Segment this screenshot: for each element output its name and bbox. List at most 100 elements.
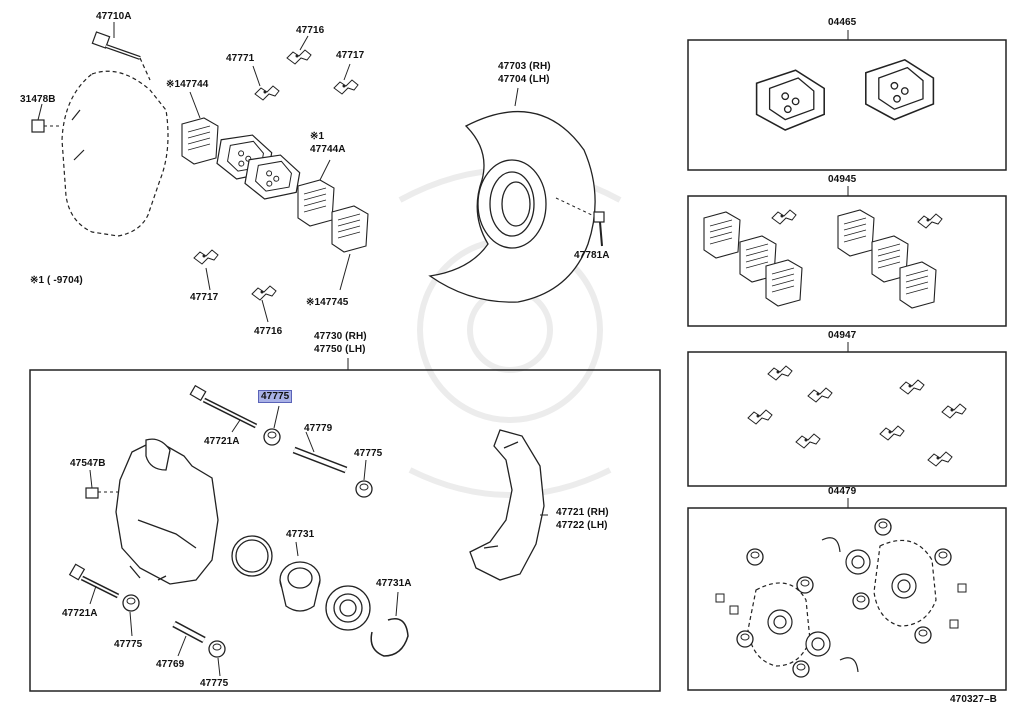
kit-04945-clip-1 (771, 209, 797, 225)
leader-47717-bot (205, 267, 211, 291)
kit-04479-boot-3 (874, 518, 892, 536)
label-kit-04479: 04479 (828, 486, 857, 497)
shim-47744A (297, 179, 335, 227)
bleeder-47547B (85, 469, 124, 499)
kit-04479-boot-4 (934, 548, 952, 566)
label-47731A: 47731A (376, 578, 412, 589)
caliper-assembly-box (29, 369, 661, 692)
seal-47731 (231, 535, 273, 577)
leader-47771 (252, 65, 261, 87)
kit-04479-small-bits (715, 583, 967, 629)
clip-47716-bot (251, 285, 277, 301)
leader-47716-top (299, 35, 309, 51)
ring-47731A (370, 618, 409, 657)
kit-04945-clip-2 (917, 213, 943, 229)
leader-47775-left (129, 611, 133, 637)
kit-04947-clip-2 (807, 387, 833, 403)
label-47716-bot: 47716 (254, 326, 283, 337)
nut-31478B (31, 103, 60, 133)
kit-04479-parts (747, 537, 937, 673)
leader-47731A (395, 591, 399, 617)
caliper-cylinder (115, 438, 219, 585)
label-47775-right: 47775 (354, 448, 383, 459)
label-note-1: ※1 (310, 131, 325, 142)
boot-47775-left (122, 594, 140, 612)
shim-147745 (331, 205, 369, 253)
leader-47703 (514, 87, 519, 107)
label-147744: ※147744 (166, 79, 209, 90)
label-47721: 47721 (RH) (556, 507, 609, 518)
label-47781A: 47781A (574, 250, 610, 261)
kit-04947-clip-4 (795, 433, 821, 449)
piston (279, 561, 321, 612)
label-47779: 47779 (304, 423, 333, 434)
kit-04465-pad-left (755, 69, 825, 131)
kit-04947-clip-7 (879, 425, 905, 441)
kit-04479-boot-6 (914, 626, 932, 644)
kit-04479-boot-2 (796, 576, 814, 594)
bolt-47781A (555, 197, 605, 247)
label-47722: 47722 (LH) (556, 520, 608, 531)
bolt-47721A-bottom (68, 563, 120, 605)
boot-47775-highlighted (263, 428, 281, 446)
clip-47771 (254, 85, 280, 101)
bolt-47710A (91, 31, 151, 81)
label-47721A-bot: 47721A (62, 608, 98, 619)
boot-47775-right (355, 480, 373, 498)
kit-04947-clip-5 (899, 379, 925, 395)
label-47775-highlighted[interactable]: 47775 (258, 390, 293, 403)
kit-04947-clip-3 (747, 409, 773, 425)
label-47775-bottom: 47775 (200, 678, 229, 689)
kit-04945-shim-1 (703, 211, 741, 259)
leader-47717-top (343, 63, 351, 81)
label-note-range: ※1 ( -9704) (30, 275, 83, 286)
label-47730: 47730 (RH) (314, 331, 367, 342)
pin-47769 (172, 620, 206, 657)
leader-47775-hl (273, 405, 280, 429)
kit-04479-boot-8 (792, 660, 810, 678)
kit-box-04465 (687, 39, 1007, 171)
leader-47716-bot (261, 299, 269, 323)
bracket-47721 (469, 429, 545, 581)
boot-47731A (325, 585, 371, 631)
kit-box-04947 (687, 351, 1007, 487)
label-47775-left: 47775 (114, 639, 143, 650)
kit-04479-boot-1 (746, 548, 764, 566)
clip-47716-top (286, 49, 312, 65)
kit-04947-clip-6 (941, 403, 967, 419)
label-47704: 47704 (LH) (498, 74, 550, 85)
kit-box-04945 (687, 195, 1007, 327)
leader-147745 (339, 253, 351, 291)
shim-147744 (181, 117, 219, 165)
caliper-body-outline (61, 70, 169, 237)
kit-04479-boot-7 (736, 630, 754, 648)
kit-box-04479 (687, 507, 1007, 691)
pin-47779 (292, 431, 348, 474)
diagram-code: 470327–B (950, 694, 997, 705)
dust-shield-47703 (428, 110, 596, 303)
kit-04945-shim-3 (765, 259, 803, 307)
clip-47717-top (333, 79, 359, 95)
label-47771: 47771 (226, 53, 255, 64)
label-47731: 47731 (286, 529, 315, 540)
clip-47717-bot (193, 249, 219, 265)
label-47717-bot: 47717 (190, 292, 219, 303)
label-kit-04947: 04947 (828, 330, 857, 341)
kit-04479-boot-5 (852, 592, 870, 610)
leader-47744A (319, 159, 331, 181)
label-47703: 47703 (RH) (498, 61, 551, 72)
leader-147744 (189, 91, 201, 119)
leader-47775-bottom (217, 657, 221, 677)
label-47710A: 47710A (96, 11, 132, 22)
label-47547B: 47547B (70, 458, 106, 469)
kit-04947-clip-8 (927, 451, 953, 467)
label-kit-04465: 04465 (828, 17, 857, 28)
kit-04465-pad-right (865, 59, 935, 121)
label-47750: 47750 (LH) (314, 344, 366, 355)
leader-47775-right (363, 459, 367, 481)
bolt-47721A-top (189, 384, 258, 433)
label-47769: 47769 (156, 659, 185, 670)
kit-04947-clip-1 (767, 365, 793, 381)
label-47716-top: 47716 (296, 25, 325, 36)
